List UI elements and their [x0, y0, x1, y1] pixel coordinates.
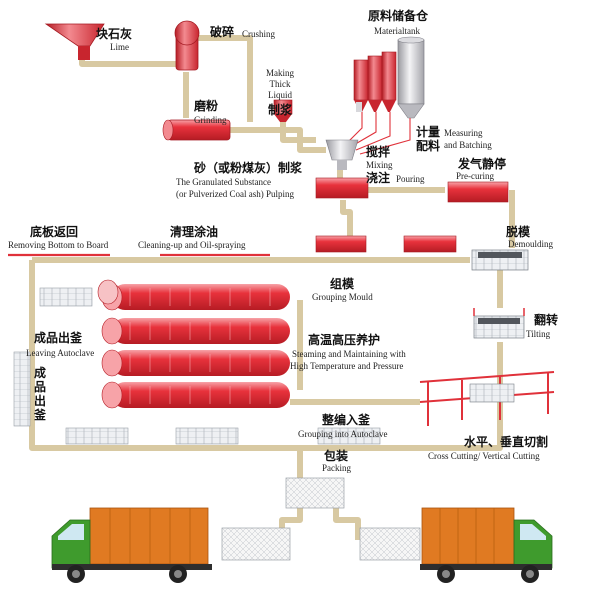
grinding-label-zh: 磨粉: [194, 99, 219, 113]
pouring-label-zh: 浇注: [366, 171, 391, 185]
pouring-label-en: Pouring: [396, 174, 425, 184]
demoulding-label-zh: 脱模: [506, 225, 531, 239]
grinder-icon: [162, 119, 231, 141]
packing-label-en: Packing: [322, 463, 351, 473]
making-liquid-label-en: Making Thick Liquid: [266, 68, 294, 100]
mixer-icon: [325, 139, 359, 170]
lime-hopper-icon: [44, 23, 105, 60]
cleaning-label-en: Cleaning-up and Oil-spraying: [138, 240, 246, 250]
lime-label-zh: 块石灰: [96, 27, 133, 41]
crushing-label-zh: 破碎: [210, 25, 235, 39]
precuring-label-zh: 发气静停: [458, 157, 507, 171]
finished-block-stack-icon: [13, 287, 93, 427]
autoclave-icon: [101, 283, 290, 409]
measuring-label-en-1: Measuring: [444, 128, 483, 138]
measuring-label-zh-1: 计量: [416, 125, 441, 139]
demoulding-label-en: Demoulding: [508, 239, 553, 249]
leaving-autoclave-label-zh: 成品出釜: [34, 331, 83, 345]
making-liquid-label-zh: 制浆: [268, 103, 293, 117]
silo-icon: [353, 36, 425, 119]
grouping-mould-label-en: Grouping Mould: [312, 292, 373, 302]
tilting-label-en: Tilting: [526, 329, 551, 339]
steaming-label-en-1: Steaming and Maintaining with: [292, 349, 406, 359]
cutting-block-icon: [469, 383, 515, 403]
sand-pulping-label-en-2: (or Pulverized Coal ash) Pulping: [176, 189, 294, 199]
sand-pulping-label-en-1: The Granulated Substance: [176, 177, 271, 187]
material-tank-label-zh: 原料储备仓: [368, 9, 429, 23]
packing-label-zh: 包装: [324, 449, 349, 463]
aac-block-stack-icon: [221, 477, 421, 561]
steaming-label-zh: 高温高压养护: [308, 333, 381, 347]
tilting-label-zh: 翻转: [534, 313, 559, 327]
grouping-autoclave-label-en: Grouping into Autoclave: [298, 429, 388, 439]
sand-pulping-label-zh: 砂（或粉煤灰）制浆: [194, 161, 303, 175]
leaving-autoclave-label-en: Leaving Autoclave: [26, 348, 95, 358]
demoulding-block-icon: [471, 249, 529, 271]
grouping-mould-label-zh: 组模: [330, 277, 355, 291]
lime-label-en: Lime: [110, 42, 129, 52]
measuring-label-en-2: and Batching: [444, 140, 492, 150]
mixing-label-en: Mixing: [366, 160, 393, 170]
autoclave-block-row-icon: [65, 427, 381, 445]
mixing-label-zh: 搅拌: [366, 145, 391, 159]
tilting-block-icon: [473, 308, 525, 339]
measuring-lines: [347, 112, 411, 155]
precuring-label-en: Pre-curing: [456, 171, 494, 181]
mould-cart-icon: [315, 235, 457, 253]
steaming-label-en-2: High Temperature and Pressure: [290, 361, 404, 371]
leaving-autoclave-vertical-label: 成品出釜: [34, 366, 47, 422]
slurry-tank-icon: [273, 99, 293, 122]
cutting-label-en: Cross Cutting/ Vertical Cutting: [428, 451, 540, 461]
grouping-autoclave-label-zh: 整编入釜: [322, 413, 371, 427]
crushing-label-en: Crushing: [242, 29, 276, 39]
removing-bottom-label-zh: 底板返回: [30, 225, 79, 239]
material-tank-label-en: Materialtank: [374, 26, 420, 36]
cutting-label-zh: 水平、垂直切割: [464, 435, 549, 449]
mould-lid-icon: [97, 279, 119, 305]
truck-icon: [51, 507, 212, 583]
measuring-label-zh-2: 配料: [416, 139, 441, 153]
cleaning-label-zh: 清理涂油: [170, 225, 219, 239]
crusher-icon: [174, 20, 200, 71]
precuring-mould-icon: [447, 181, 509, 203]
removing-bottom-label-en: Removing Bottom to Board: [8, 240, 109, 250]
pouring-mould-icon: [315, 177, 369, 199]
truck-icon: [420, 507, 553, 583]
grinding-label-en: Grinding: [194, 115, 227, 125]
